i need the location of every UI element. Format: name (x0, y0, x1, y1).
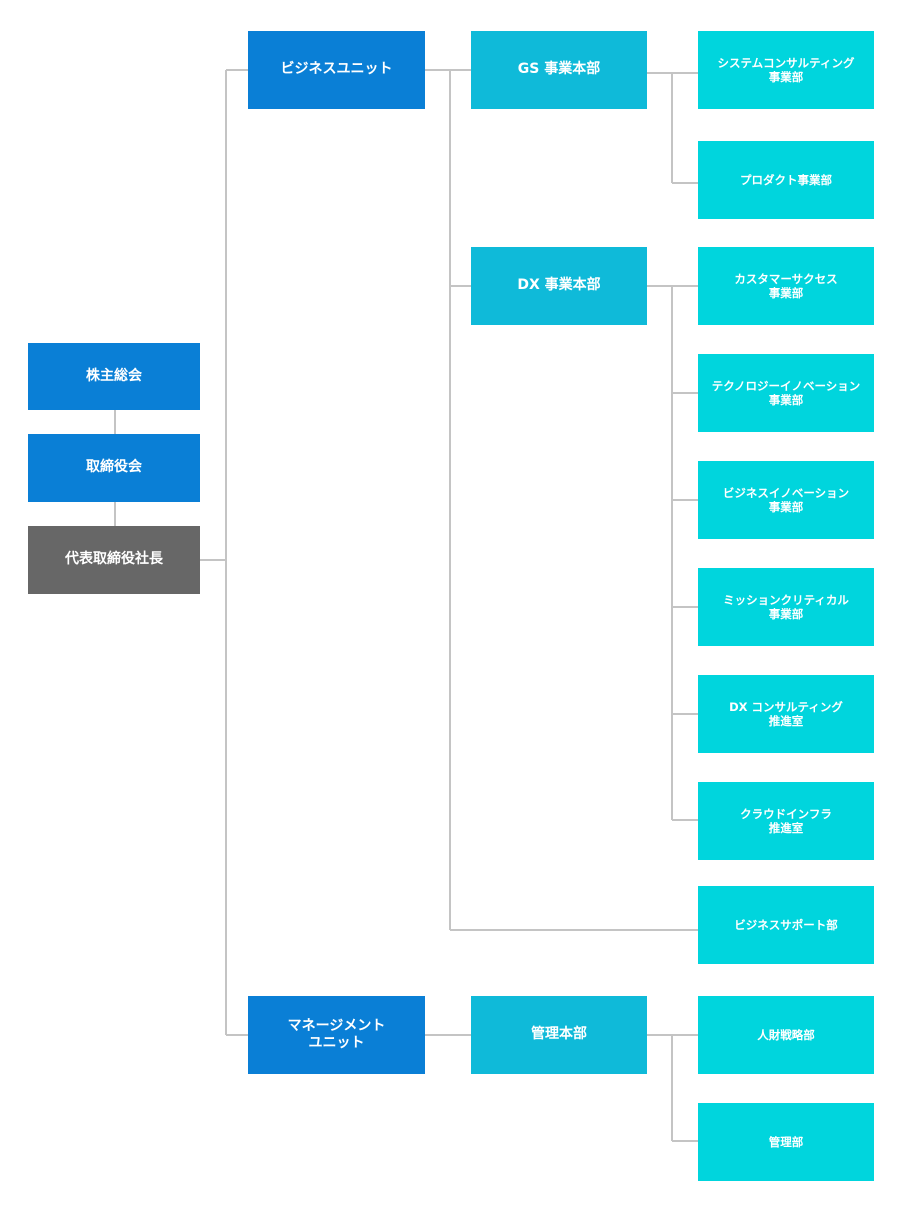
business-innovation-dept-line1: ビジネスイノベーション (722, 485, 850, 500)
product-dept-label: プロダクト事業部 (740, 172, 832, 187)
management-unit-box: マネージメント ユニット (248, 996, 425, 1074)
system-consulting-dept-line1: システムコンサルティング (717, 55, 855, 70)
customer-success-dept-box: カスタマーサクセス 事業部 (698, 247, 874, 325)
board-of-directors-label: 取締役会 (86, 459, 142, 476)
cloud-infra-office-line1: クラウドインフラ (740, 806, 832, 821)
business-unit-label: ビジネスユニット (280, 61, 393, 78)
product-dept-box: プロダクト事業部 (698, 141, 874, 219)
board-of-directors-box: 取締役会 (28, 434, 200, 502)
gs-headquarters-box: GS 事業本部 (471, 31, 647, 109)
customer-success-dept-line2: 事業部 (768, 286, 804, 300)
system-consulting-dept-box: システムコンサルティング 事業部 (698, 31, 874, 109)
management-unit-label-line1: マネージメント (287, 1017, 386, 1034)
dx-consulting-office-box: DX コンサルティング 推進室 (698, 675, 874, 753)
mission-critical-dept-line1: ミッションクリティカル (723, 592, 849, 607)
technology-innovation-dept-line2: 事業部 (768, 393, 804, 407)
human-resources-strategy-dept-label: 人財戦略部 (757, 1027, 815, 1042)
business-unit-box: ビジネスユニット (248, 31, 425, 109)
dx-headquarters-label: DX 事業本部 (517, 277, 601, 294)
technology-innovation-dept-box: テクノロジーイノベーション 事業部 (698, 354, 874, 432)
technology-innovation-dept-line1: テクノロジーイノベーション (711, 378, 861, 393)
cloud-infra-office-box: クラウドインフラ 推進室 (698, 782, 874, 860)
management-unit-label-line2: ユニット (308, 1035, 365, 1051)
system-consulting-dept-line2: 事業部 (768, 70, 804, 84)
gs-headquarters-label: GS 事業本部 (517, 61, 601, 78)
customer-success-dept-line1: カスタマーサクセス (734, 271, 838, 286)
administration-dept-label: 管理部 (768, 1134, 804, 1149)
shareholders-meeting-label: 株主総会 (86, 367, 142, 384)
administration-dept-box: 管理部 (698, 1103, 874, 1181)
mission-critical-dept-box: ミッションクリティカル 事業部 (698, 568, 874, 646)
business-support-dept-label: ビジネスサポート部 (734, 917, 838, 932)
admin-headquarters-box: 管理本部 (471, 996, 647, 1074)
business-support-dept-box: ビジネスサポート部 (698, 886, 874, 964)
president-box: 代表取締役社長 (28, 526, 200, 594)
mission-critical-dept-line2: 事業部 (768, 607, 804, 621)
business-innovation-dept-line2: 事業部 (768, 500, 804, 514)
admin-headquarters-label: 管理本部 (531, 1026, 587, 1043)
dx-headquarters-box: DX 事業本部 (471, 247, 647, 325)
business-innovation-dept-box: ビジネスイノベーション 事業部 (698, 461, 874, 539)
shareholders-meeting-box: 株主総会 (28, 343, 200, 410)
president-label: 代表取締役社長 (65, 551, 163, 568)
cloud-infra-office-line2: 推進室 (768, 821, 804, 835)
dx-consulting-office-line1: DX コンサルティング (729, 699, 843, 714)
human-resources-strategy-dept-box: 人財戦略部 (698, 996, 874, 1074)
dx-consulting-office-line2: 推進室 (768, 714, 804, 728)
